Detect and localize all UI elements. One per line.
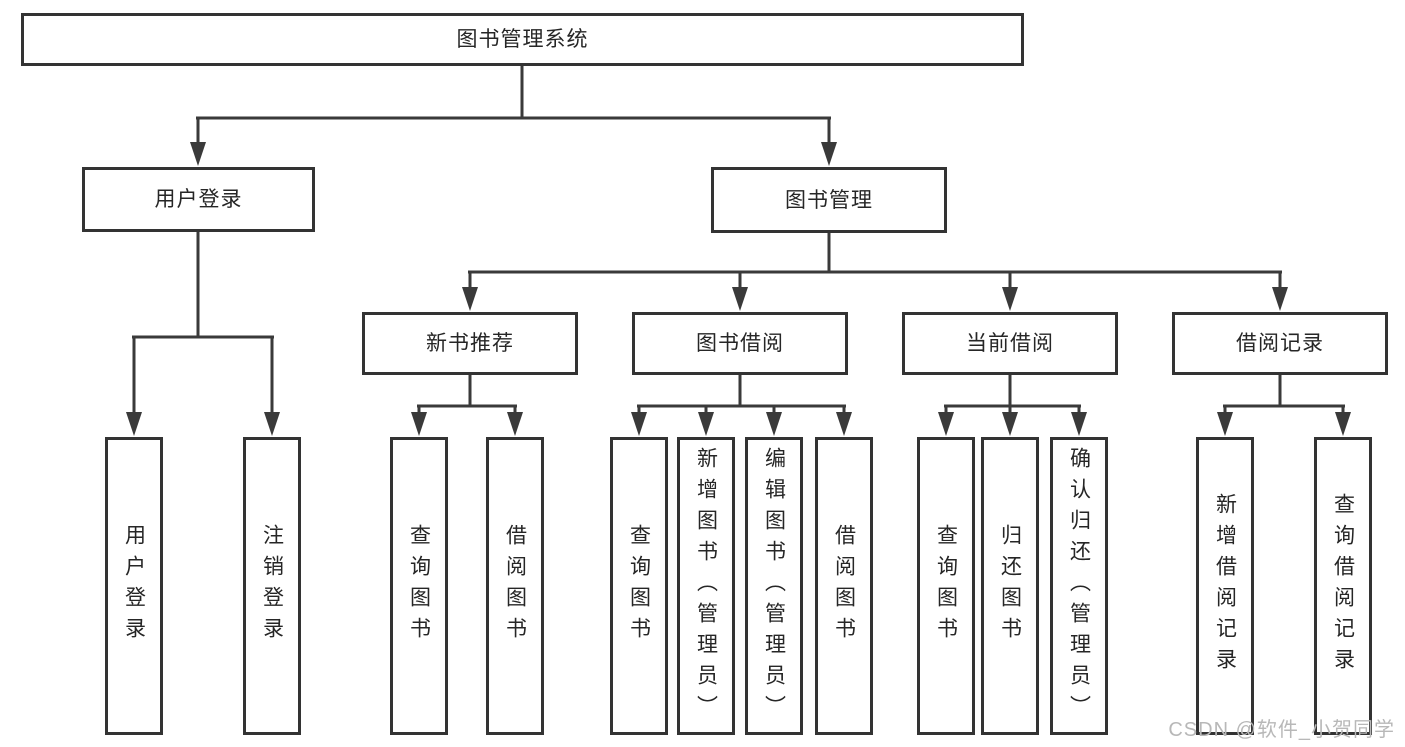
leaf-node-add-borrow-record: 新增借阅记录 xyxy=(1196,437,1254,735)
level3-label: 图书借阅 xyxy=(696,332,784,355)
level3-label: 借阅记录 xyxy=(1236,332,1324,355)
leaf-label: 新增借阅记录 xyxy=(1213,493,1237,679)
level3-node-new-book-recommendation: 新书推荐 xyxy=(362,312,578,375)
leaf-label: 查询图书 xyxy=(407,524,431,648)
leaf-node-borrow-books-recommend: 借阅图书 xyxy=(486,437,544,735)
leaf-label: 注销登录 xyxy=(260,524,284,648)
leaf-node-borrow-books-borrowing: 借阅图书 xyxy=(815,437,873,735)
leaf-label: 查询图书 xyxy=(934,524,958,648)
level3-node-current-borrowing: 当前借阅 xyxy=(902,312,1118,375)
leaf-label: 借阅图书 xyxy=(503,524,527,648)
csdn-watermark: CSDN @软件_小贺同学 xyxy=(1168,719,1395,741)
level2-label: 用户登录 xyxy=(154,188,243,211)
leaf-node-query-borrow-record: 查询借阅记录 xyxy=(1314,437,1372,735)
root-label: 图书管理系统 xyxy=(456,28,589,51)
leaf-node-logout: 注销登录 xyxy=(243,437,301,735)
level2-label: 图书管理 xyxy=(785,188,873,212)
leaf-label: 查询图书 xyxy=(627,524,651,648)
leaf-node-return-books: 归还图书 xyxy=(981,437,1039,735)
leaf-label: 新增图书（管理员） xyxy=(694,446,718,726)
level3-node-book-borrowing: 图书借阅 xyxy=(632,312,848,375)
leaf-label: 用户登录 xyxy=(122,524,146,648)
leaf-node-user-login: 用户登录 xyxy=(105,437,163,735)
root-node-library-management-system: 图书管理系统 xyxy=(21,13,1024,66)
leaf-node-edit-book-admin: 编辑图书（管理员） xyxy=(745,437,803,735)
leaf-label: 借阅图书 xyxy=(832,524,856,648)
leaf-node-add-book-admin: 新增图书（管理员） xyxy=(677,437,735,735)
leaf-label: 确认归还（管理员） xyxy=(1067,446,1091,726)
leaf-node-query-books-borrowing: 查询图书 xyxy=(610,437,668,735)
leaf-node-query-books-recommend: 查询图书 xyxy=(390,437,448,735)
level3-label: 新书推荐 xyxy=(426,332,514,355)
leaf-label: 归还图书 xyxy=(998,524,1022,648)
leaf-label: 编辑图书（管理员） xyxy=(762,446,786,726)
leaf-label: 查询借阅记录 xyxy=(1331,493,1355,679)
level3-label: 当前借阅 xyxy=(966,332,1054,355)
level2-node-book-management: 图书管理 xyxy=(711,167,947,233)
level2-node-user-login: 用户登录 xyxy=(82,167,315,232)
leaf-node-confirm-return-admin: 确认归还（管理员） xyxy=(1050,437,1108,735)
level3-node-borrowing-records: 借阅记录 xyxy=(1172,312,1388,375)
leaf-node-query-books-current: 查询图书 xyxy=(917,437,975,735)
